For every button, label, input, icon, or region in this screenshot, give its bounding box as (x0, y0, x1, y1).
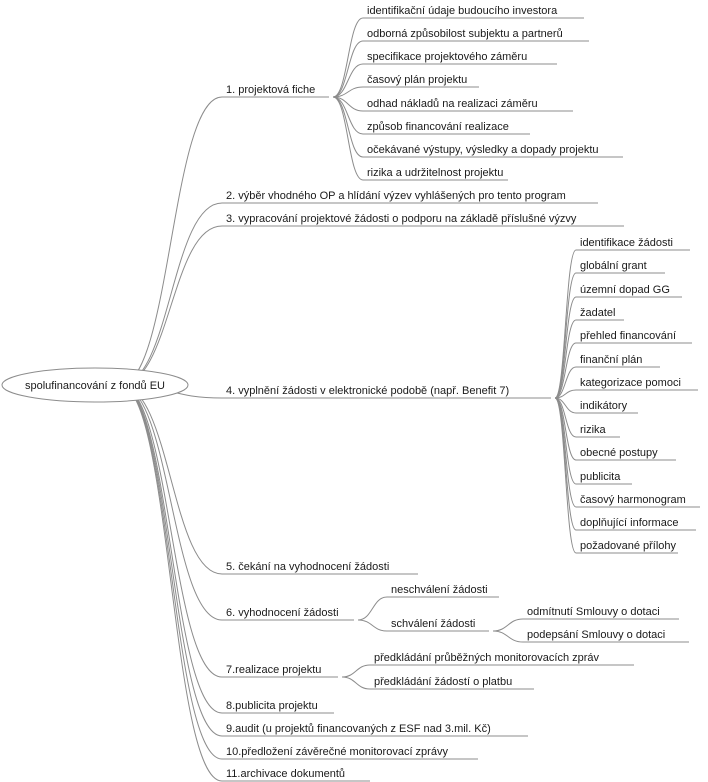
branch-4-child-4: žadatel (580, 307, 615, 319)
child-connector (357, 619, 388, 632)
branch-7-label: 7.realizace projektu (226, 664, 321, 676)
root-ellipse (1, 367, 189, 403)
branch-7-child-2: předkládání žádostí o platbu (374, 676, 512, 688)
branch-4-child-5: přehled financování (580, 330, 676, 342)
child-connector (554, 272, 577, 399)
child-connector (332, 96, 364, 158)
branch-10-label: 10.předložení závěrečné monitorovací zpr… (226, 746, 448, 758)
branch-4-child-11: publicita (580, 471, 621, 483)
branch-6-child-1: neschválení žádosti (391, 584, 488, 596)
branch-6-child-2: schválení žádosti (391, 618, 475, 630)
branch-4-child-8: indikátory (580, 400, 628, 412)
branch-2-label: 2. výběr vhodného OP a hlídání výzev vyh… (226, 190, 566, 202)
branch-4-child-7: kategorizace pomoci (580, 377, 681, 389)
branch-connector (119, 384, 223, 678)
child-connector (332, 63, 364, 98)
branch-3-label: 3. vypracování projektové žádosti o podp… (226, 213, 577, 225)
branch-1-child-6: způsob financování realizace (367, 121, 509, 133)
child-connector (554, 342, 577, 399)
grandchild-connector (492, 618, 524, 632)
grandchild-connector (492, 630, 524, 643)
branch-1-child-8: rizika a udržitelnost projektu (367, 167, 503, 179)
branch-connector (119, 384, 223, 760)
branch-1-child-4: časový plán projektu (367, 74, 467, 86)
branch-4-child-9: rizika (580, 424, 607, 436)
branch-7-child-1: předkládání průběžných monitorovacích zp… (374, 652, 600, 664)
branch-4-child-13: doplňující informace (580, 517, 678, 529)
branch-connector (119, 225, 223, 386)
branch-6-label: 6. vyhodnocení žádosti (226, 607, 339, 619)
node-labels: 1. projektová fiche identifikační údaje b… (226, 5, 686, 780)
branch-connector (119, 384, 223, 782)
child-connector (341, 676, 371, 690)
child-connector (332, 17, 364, 98)
connector-lines (119, 17, 700, 782)
child-connector (554, 397, 577, 508)
root-label: spolufinancování z fondů EU (25, 380, 165, 392)
branch-1-child-2: odborná způsobilost subjektu a partnerů (367, 28, 563, 40)
branch-4-child-6: finanční plán (580, 354, 642, 366)
branch-4-child-2: globální grant (580, 260, 647, 272)
child-connector (341, 664, 371, 678)
child-connector (554, 296, 577, 399)
root-node: spolufinancování z fondů EU (1, 367, 189, 403)
branch-connector (119, 384, 223, 714)
branch-8-label: 8.publicita projektu (226, 700, 318, 712)
child-connector (332, 86, 364, 98)
branch-1-label: 1. projektová fiche (226, 84, 315, 96)
branch-4-child-10: obecné postupy (580, 447, 658, 459)
child-connector (554, 397, 577, 554)
branch-connector (119, 96, 223, 386)
branch-connector (119, 384, 223, 575)
branch-4-child-14: požadované přílohy (580, 540, 677, 552)
branch-connector (119, 384, 223, 737)
branch-11-label: 11.archivace dokumentů (226, 768, 345, 780)
branch-4-child-12: časový harmonogram (580, 494, 686, 506)
branch-connector (119, 202, 223, 386)
branch-4-child-3: územní dopad GG (580, 284, 670, 296)
child-connector (332, 96, 364, 181)
branch-1-child-1: identifikační údaje budoucího investora (367, 5, 558, 17)
child-connector (332, 40, 364, 98)
branch-6-child-2-sub-1: odmítnutí Smlouvy o dotaci (527, 606, 660, 618)
child-connector (554, 249, 577, 399)
child-connector (554, 366, 577, 399)
branch-1-child-5: odhad nákladů na realizaci záměru (367, 98, 538, 110)
branch-6-child-2-sub-2: podepsání Smlouvy o dotaci (527, 629, 665, 641)
child-connector (357, 596, 388, 621)
branch-4-child-1: identifikace žádosti (580, 237, 673, 249)
branch-1-child-7: očekávané výstupy, výsledky a dopady pro… (367, 144, 599, 156)
branch-1-child-3: specifikace projektového záměru (367, 51, 527, 63)
branch-5-label: 5. čekání na vyhodnocení žádosti (226, 561, 389, 573)
branch-9-label: 9.audit (u projektů financovaných z ESF … (226, 723, 491, 735)
branch-4-label: 4. vyplnění žádosti v elektronické podob… (226, 385, 509, 397)
